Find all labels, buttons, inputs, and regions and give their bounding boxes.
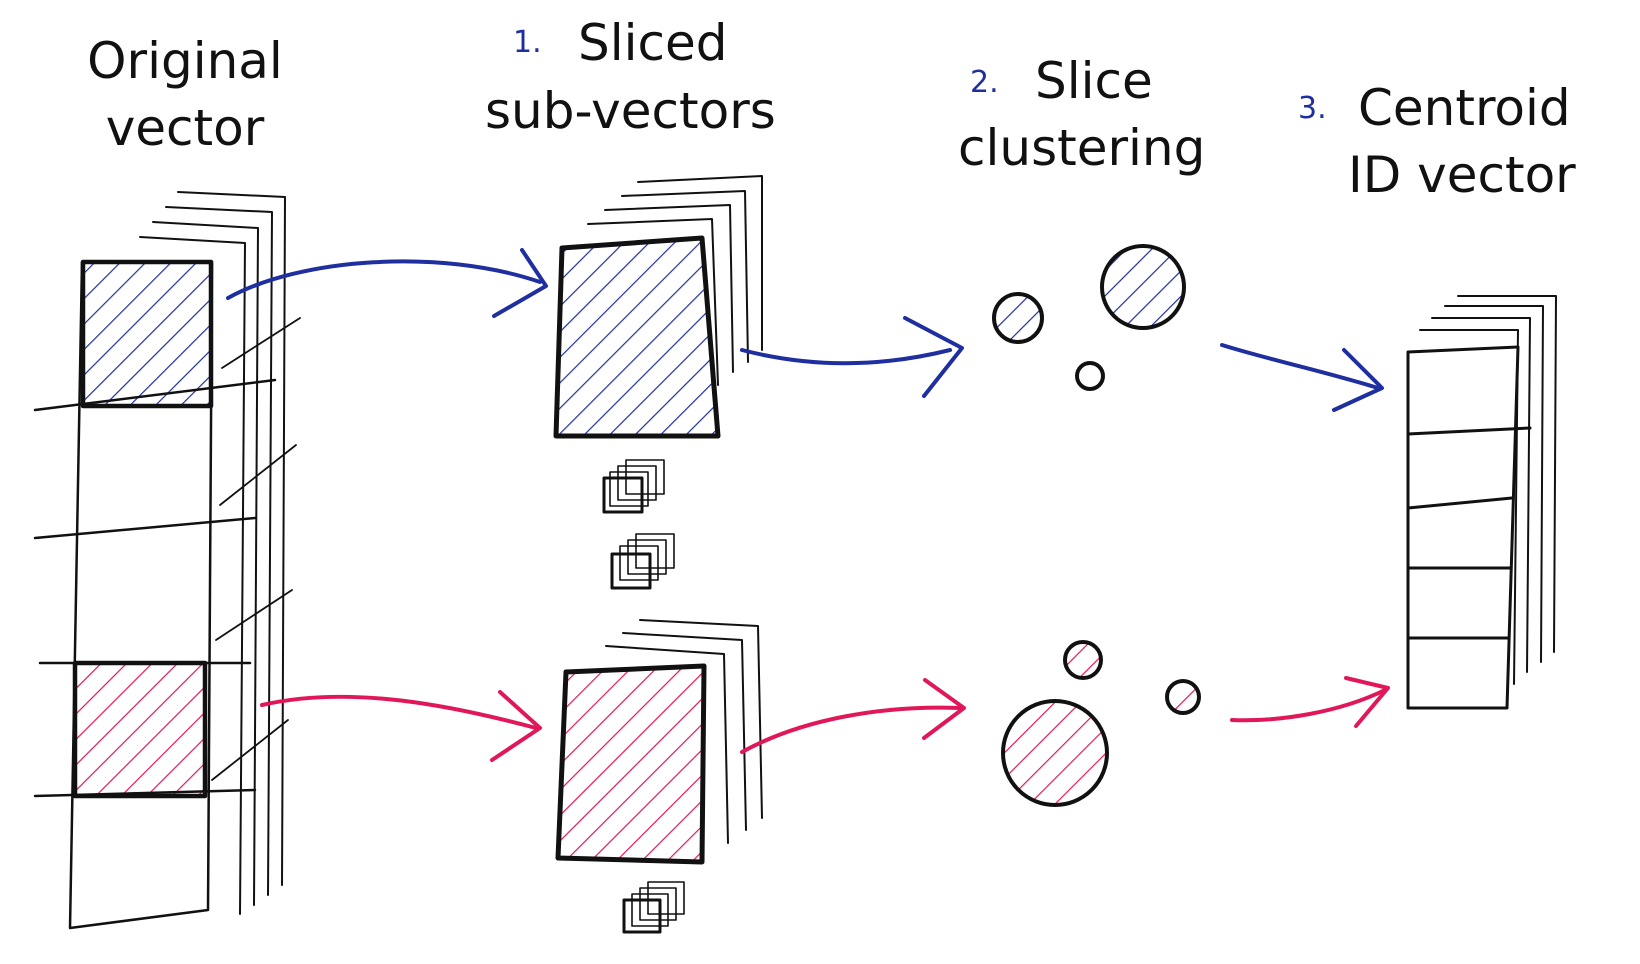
cluster-outline [1165,679,1201,715]
step1-number: 1. [513,25,542,60]
arrow-original-to-subvector-blue [226,259,542,300]
arrow-cluster-to-centroid-red [1230,688,1387,723]
arrowhead [903,316,964,398]
heading-original-line1: Original [87,32,283,90]
cluster-centroid-small-red [1167,681,1199,713]
cluster-centroid-large-blue [1102,246,1184,328]
row-divider [33,516,257,540]
clusters-red [1001,640,1201,807]
arrowhead [1332,348,1384,412]
sheet-separator [211,719,289,781]
cluster-centroid-small-red [1065,642,1101,678]
centroid-back-sheet [1431,317,1531,673]
original-slice-red [75,663,205,796]
arrows-blue [226,248,1384,412]
sub-vector-blue-stack [553,175,763,439]
vector-back-sheet-3 [177,191,286,886]
heading-step2-line1: Slice [1035,52,1153,110]
row-divider [33,788,257,798]
centroid-back-sheet [1419,329,1519,685]
original-vector-stack [33,191,301,930]
heading-step3-line2: ID vector [1348,146,1576,204]
small-slice-stacks [602,459,685,934]
cluster-outline [1100,244,1186,330]
cluster-outline [1001,699,1109,807]
sub-vector-back-sheet [622,632,747,831]
step3-number: 3. [1298,91,1327,126]
heading-step2-line2: clustering [958,119,1205,177]
arrowhead [1344,676,1390,728]
heading-step1-line2: sub-vectors [485,82,776,140]
small-stack [622,881,685,934]
arrowhead [922,678,966,740]
step2-number: 2. [970,65,999,100]
sheet-separator [215,589,293,641]
arrowhead [490,690,542,762]
cluster-centroid-large-red [1003,701,1107,805]
heading-step3-line1: Centroid [1358,79,1571,137]
sub-vector-back-sheet [604,204,734,373]
sub-vector-red-outline [555,663,707,865]
cluster-centroid-small-blue [994,294,1042,342]
sheet-separator [219,444,297,506]
centroid-id-cell-divider [1406,426,1532,436]
sub-vector-blue [556,238,718,436]
sub-vector-back-sheet [621,190,749,363]
row-divider [33,378,277,412]
sub-vector-red-stack [555,619,763,865]
centroid-id-column [1406,345,1520,710]
centroid-id-vector-stack [1406,295,1557,710]
vector-back-sheet-1 [152,221,259,906]
sheet-separator [221,317,301,369]
heading-original-line2: vector [106,99,265,157]
cluster-outline [1063,640,1103,680]
heading-step3: 3. Centroid ID vector [1298,79,1576,204]
heading-step1: 1. Sliced sub-vectors [485,14,776,140]
sub-vector-blue-outline [553,235,721,439]
arrow-original-to-subvector-red [260,694,538,730]
sub-vector-back-sheet [639,619,763,819]
arrow-cluster-to-centroid-blue [1220,343,1380,390]
sub-vector-back-sheet [605,645,729,844]
heading-step1-line1: Sliced [578,14,728,72]
cluster-outline [992,292,1044,344]
centroid-back-sheet [1457,295,1557,653]
cluster-centroid-tiny [1075,361,1105,391]
small-stack [602,459,665,514]
small-stack [610,533,675,590]
heading-step2: 2. Slice clustering [958,52,1205,177]
centroid-back-sheet [1444,305,1544,663]
original-slice-blue [83,262,211,406]
heading-original: Original vector [87,32,283,157]
arrow-subvector-to-cluster-red [740,705,962,754]
sub-vector-back-sheet [587,218,719,386]
vector-back-sheet-0 [139,236,246,915]
centroid-id-cell-divider [1406,496,1514,510]
arrows-red [260,676,1390,762]
sub-vector-red [558,666,704,862]
original-slice-blue-outline [80,259,214,409]
arrow-subvector-to-cluster-blue [740,348,952,366]
arrowhead [492,248,548,318]
sub-vector-back-sheet [637,175,763,351]
clusters-blue [992,244,1186,391]
vector-back-sheet-2 [165,206,273,896]
